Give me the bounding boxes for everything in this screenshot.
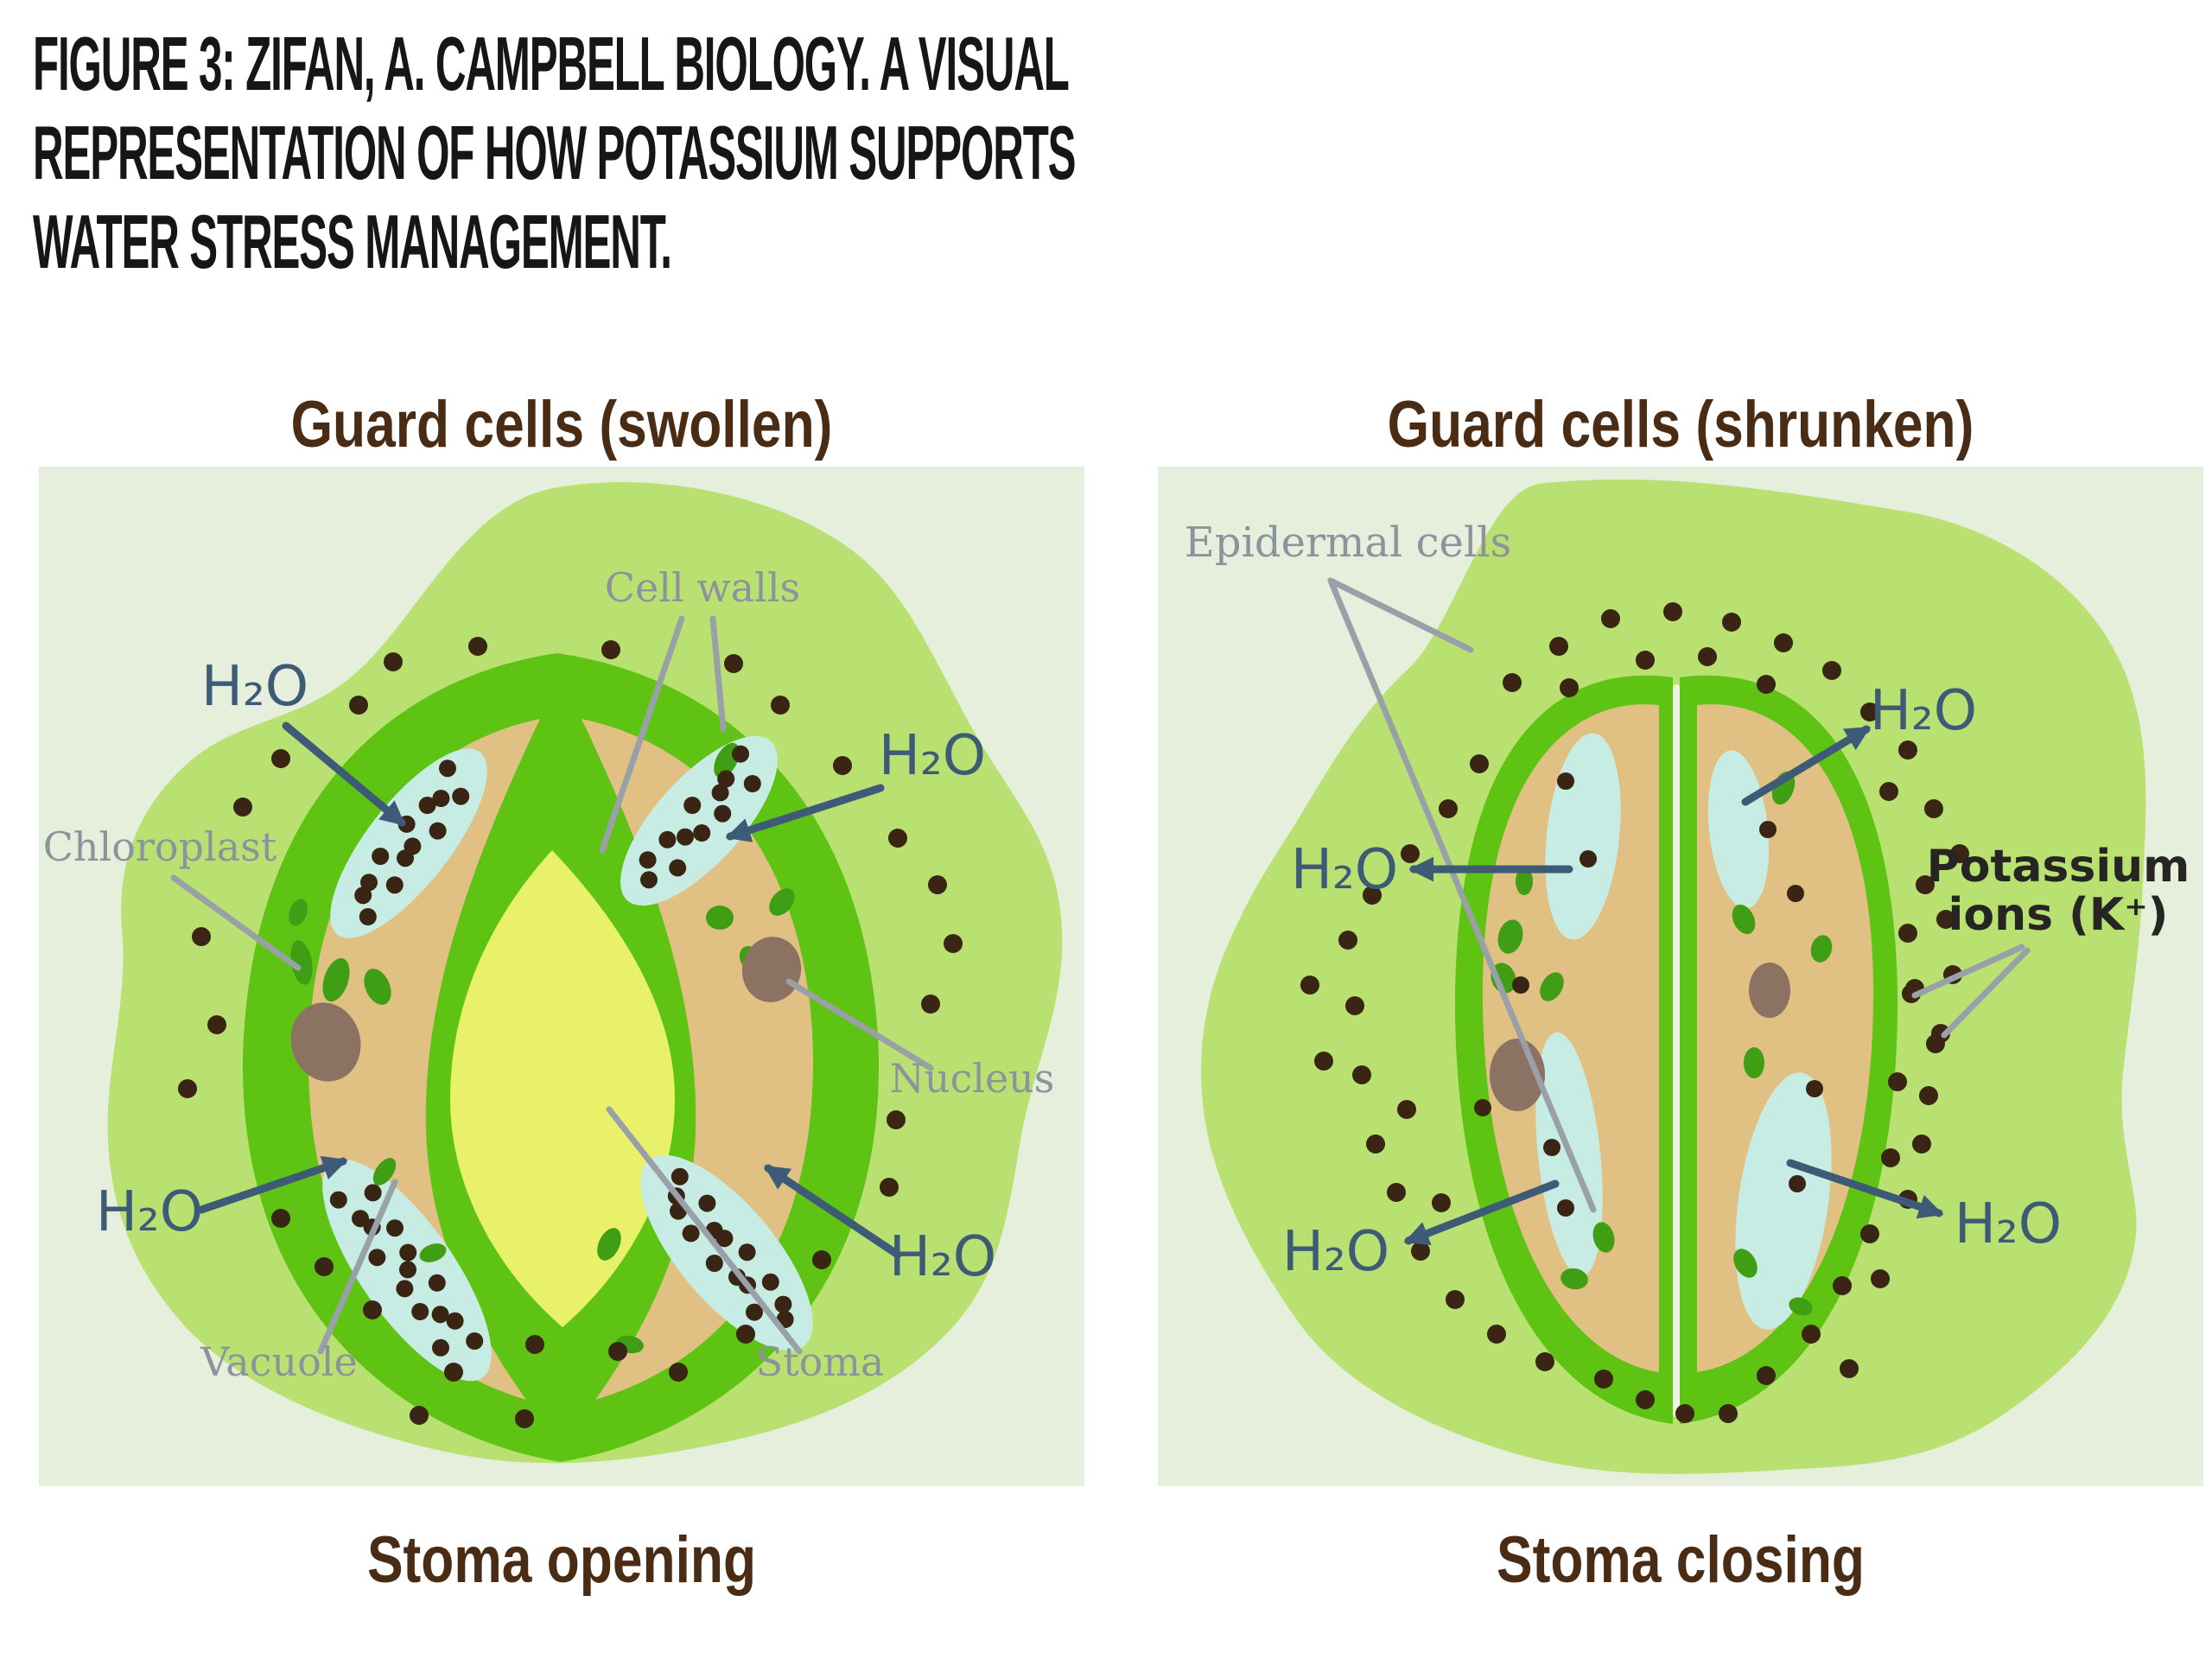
nuclei [290,937,802,1082]
left-panel-stoma-opening: H₂O H₂O H₂O H₂O Cell walls Chloroplast N… [39,467,1084,1486]
h2o-label-bottom-left: H₂O [96,1180,203,1244]
h2o-label-top-right: H₂O [879,724,986,788]
left-panel-heading: Guard cells (swollen) [290,388,833,461]
water-out-arrow-top-right [1741,725,1871,806]
h2o-label-top-right: H₂O [1870,679,1977,743]
nucleus-label: Nucleus [890,1055,1055,1102]
potassium-ions-outside-dots [178,637,963,1428]
water-in-arrow-bottom-left [197,1155,348,1214]
epidermal-cells-label: Epidermal cells [1185,518,1512,567]
chloroplasts [289,742,795,1354]
nucleus-pointer-line [785,978,934,1071]
h2o-label-bottom-right: H₂O [1955,1192,2062,1256]
right-panel-stoma-closing: Epidermal cells H₂O H₂O H₂O H₂O Potassiu… [1158,467,2203,1486]
cell-walls-label: Cell walls [605,564,800,611]
h2o-label-bottom-right: H₂O [889,1225,996,1289]
epidermal-cells-pointer-line2 [1327,577,1597,1213]
left-panel-caption: Stoma opening [366,1523,757,1597]
stoma-closing-diagram: Epidermal cells H₂O H₂O H₂O H₂O Potassiu… [1158,467,2203,1486]
right-panel-caption: Stoma closing [1497,1523,1865,1597]
figure-title: FIGURE 3: ZIFAN, A. CAMPBELL BIOLOGY. A … [33,19,1077,286]
potassium-ions-pointer-line [1911,944,2025,999]
chloroplasts [1491,771,1833,1316]
chloroplast-pointer-line [170,874,302,971]
figure-title-line1: FIGURE 3: ZIFAN, A. CAMPBELL BIOLOGY. A … [33,21,1070,106]
stoma-pointer-line [606,1106,803,1355]
stoma-label: Stoma [756,1338,885,1385]
potassium-ions-pointer-line2 [1941,947,2031,1039]
potassium-ions-inside-dots [1474,772,1823,1217]
water-out-arrow-bottom-left [1403,1179,1560,1246]
figure-title-line3: WATER STRESS MANAGEMENT. [33,199,672,284]
cell-walls-pointer-line [599,615,685,854]
figure-title-line2: REPRESENTATION OF HOW POTASSIUM SUPPORTS [33,110,1077,195]
vacuole-pointer-line [317,1179,398,1355]
stoma-opening-diagram: H₂O H₂O H₂O H₂O Cell walls Chloroplast N… [39,467,1084,1486]
water-out-arrow-bottom-right [1786,1159,1944,1219]
potassium-ions-outside-dots [1300,602,1969,1423]
chloroplast-label: Chloroplast [43,823,277,870]
h2o-label-left: H₂O [1291,838,1398,902]
potassium-ions-vacuole-dots [329,745,794,1357]
epidermal-cells-pointer-line [1327,577,1474,653]
right-panel-heading: Guard cells (shrunken) [1387,388,1974,461]
stoma-pore-open [450,850,675,1327]
potassium-ions-label-line2: ions (K⁺) [1948,889,2169,941]
pointer-lines [170,615,934,1355]
cell-walls-pointer-line2 [709,615,727,733]
water-in-arrow-top-left [282,721,406,827]
h2o-label-top-left: H₂O [201,655,308,719]
h2o-label-bottom-left: H₂O [1282,1220,1389,1284]
water-in-arrow-bottom-right [764,1164,902,1259]
potassium-ions-label-line1: Potassium [1927,841,2190,893]
vacuole-label: Vacuole [200,1338,357,1385]
water-in-arrow-top-right [725,784,885,842]
pointer-lines [1327,577,2031,1246]
